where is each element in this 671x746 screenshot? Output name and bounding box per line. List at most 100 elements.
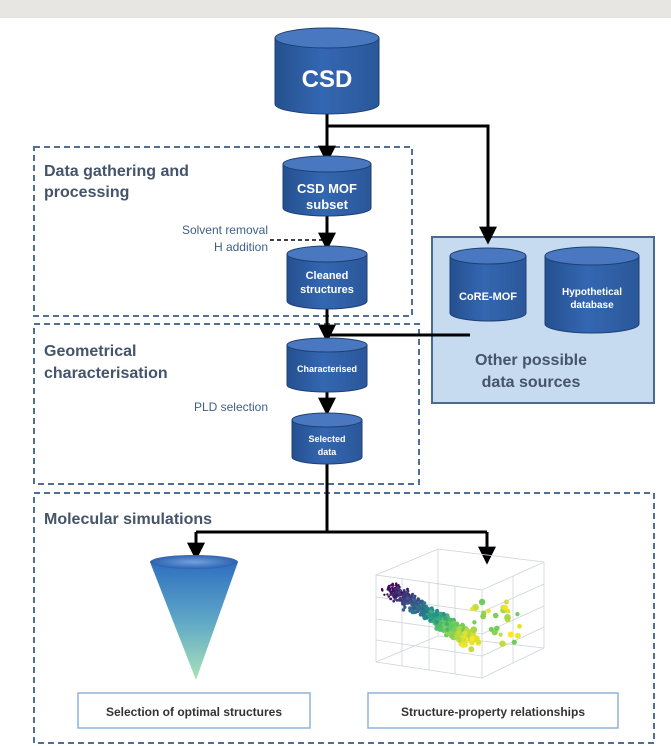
scatter-dot (422, 601, 427, 605)
node-label-csd-mof-2: subset (306, 197, 349, 212)
scatter-dot (425, 606, 430, 611)
node-label-hypothetical-1: Hypothetical (562, 287, 622, 298)
scatter-dot (511, 639, 517, 645)
scatter-dot (444, 621, 450, 627)
scatter-dot (383, 593, 386, 596)
scatter-dot (498, 632, 503, 637)
scatter-dot (469, 635, 476, 642)
scatter-dot (460, 637, 467, 643)
scatter-dot (504, 599, 509, 605)
scatter-dot (502, 604, 509, 611)
node-label-characterised: Characterised (297, 364, 357, 374)
scatter-dot (441, 611, 446, 617)
node-label-selected-2: data (318, 447, 338, 457)
section-molecular-simulations (33, 492, 655, 744)
node-label-csd: CSD (302, 66, 353, 93)
scatter-dot (387, 595, 391, 598)
output-box-relationships (367, 692, 619, 729)
scatter-dot (434, 620, 439, 625)
scatter-dot (417, 604, 421, 609)
connector-csd-to-coremof (327, 124, 497, 245)
scatter-dot (408, 606, 412, 610)
cylinder-csd-mof-subset (282, 155, 372, 217)
scatter-dot (488, 626, 494, 632)
scatter-dot (405, 601, 409, 605)
scatter-dot (428, 613, 433, 618)
scatter-dot (397, 584, 400, 587)
cylinder-selected-data (291, 412, 363, 465)
scatter-dot (499, 640, 506, 647)
scatter-dot (389, 597, 393, 601)
top-bar (0, 0, 671, 18)
scatter-dot (517, 623, 522, 629)
scatter-dot (470, 626, 478, 634)
section-title-other-sources-1: Other possible (475, 352, 587, 369)
scatter-dot (476, 639, 482, 645)
scatter-dot (392, 599, 396, 603)
section-title-data-gathering-2: processing (44, 184, 129, 201)
scatter-dot (480, 613, 486, 620)
scatter-dot (492, 612, 499, 619)
scatter-dot (448, 617, 453, 623)
scatter-dot (486, 608, 491, 614)
section-title-other-sources-2: data sources (482, 374, 581, 391)
node-label-cleaned-1: Cleaned (306, 270, 349, 282)
scatter-3d-illustration (375, 548, 545, 679)
scatter-dot (413, 594, 417, 598)
section-title-data-gathering-1: Data gathering and (44, 163, 189, 180)
scatter-dot (437, 616, 443, 621)
scatter-dot (428, 609, 433, 614)
scatter-dot (390, 591, 393, 594)
node-label-core-mof: CoRE-MOF (459, 291, 517, 303)
scatter-dot (448, 626, 454, 631)
scatter-dot (478, 598, 486, 606)
scatter-dot (438, 627, 443, 632)
scatter-dot (406, 587, 409, 591)
scatter-dot (472, 620, 477, 625)
scatter-dot (470, 606, 475, 612)
scatter-dot (386, 593, 389, 596)
section-title-molecular-simulations: Molecular simulations (44, 511, 212, 528)
scatter-dot (505, 608, 511, 614)
cylinder-cleaned-structures (286, 245, 368, 310)
scatter-dot (408, 599, 412, 603)
section-title-geometrical-1: Geometrical (44, 343, 136, 360)
scatter-dot (435, 608, 440, 613)
scatter-dot (402, 603, 406, 607)
scatter-dot (460, 642, 467, 648)
cylinder-hypothetical-database (544, 246, 640, 334)
node-label-hypothetical-2: database (570, 300, 614, 311)
scatter-dot (392, 592, 396, 595)
scatter-dot (405, 590, 409, 594)
section-data-gathering (33, 146, 413, 317)
node-label-selected-1: Selected (308, 434, 345, 444)
scatter-dot (504, 614, 511, 621)
scatter-dot (462, 630, 468, 636)
scatter-dot (394, 594, 398, 598)
scatter-dot (406, 592, 410, 596)
scatter-dot (391, 582, 395, 586)
funnel-illustration (150, 555, 238, 680)
annotation-pld-selection: PLD selection (194, 400, 268, 414)
scatter-dot (494, 625, 500, 632)
node-label-cleaned-2: structures (300, 284, 354, 296)
scatter-dot (393, 597, 397, 601)
cylinder-characterised (286, 337, 368, 393)
scatter-dot (400, 591, 404, 594)
scatter-dot (380, 588, 384, 591)
scatter-dot (400, 597, 404, 601)
scatter-dot (434, 626, 439, 631)
scatter-dot (425, 615, 429, 619)
scatter-dot (420, 599, 424, 604)
scatter-dot (515, 632, 521, 639)
output-box-selection (77, 692, 311, 729)
scatter-dot (410, 610, 415, 615)
scatter-dot (410, 594, 414, 598)
scatter-dot (434, 612, 439, 617)
scatter-dot (413, 606, 417, 611)
scatter-dot (507, 631, 514, 638)
node-label-csd-mof-1: CSD MOF (297, 181, 357, 196)
scatter-dot (468, 646, 475, 653)
scatter-dot (405, 596, 409, 600)
